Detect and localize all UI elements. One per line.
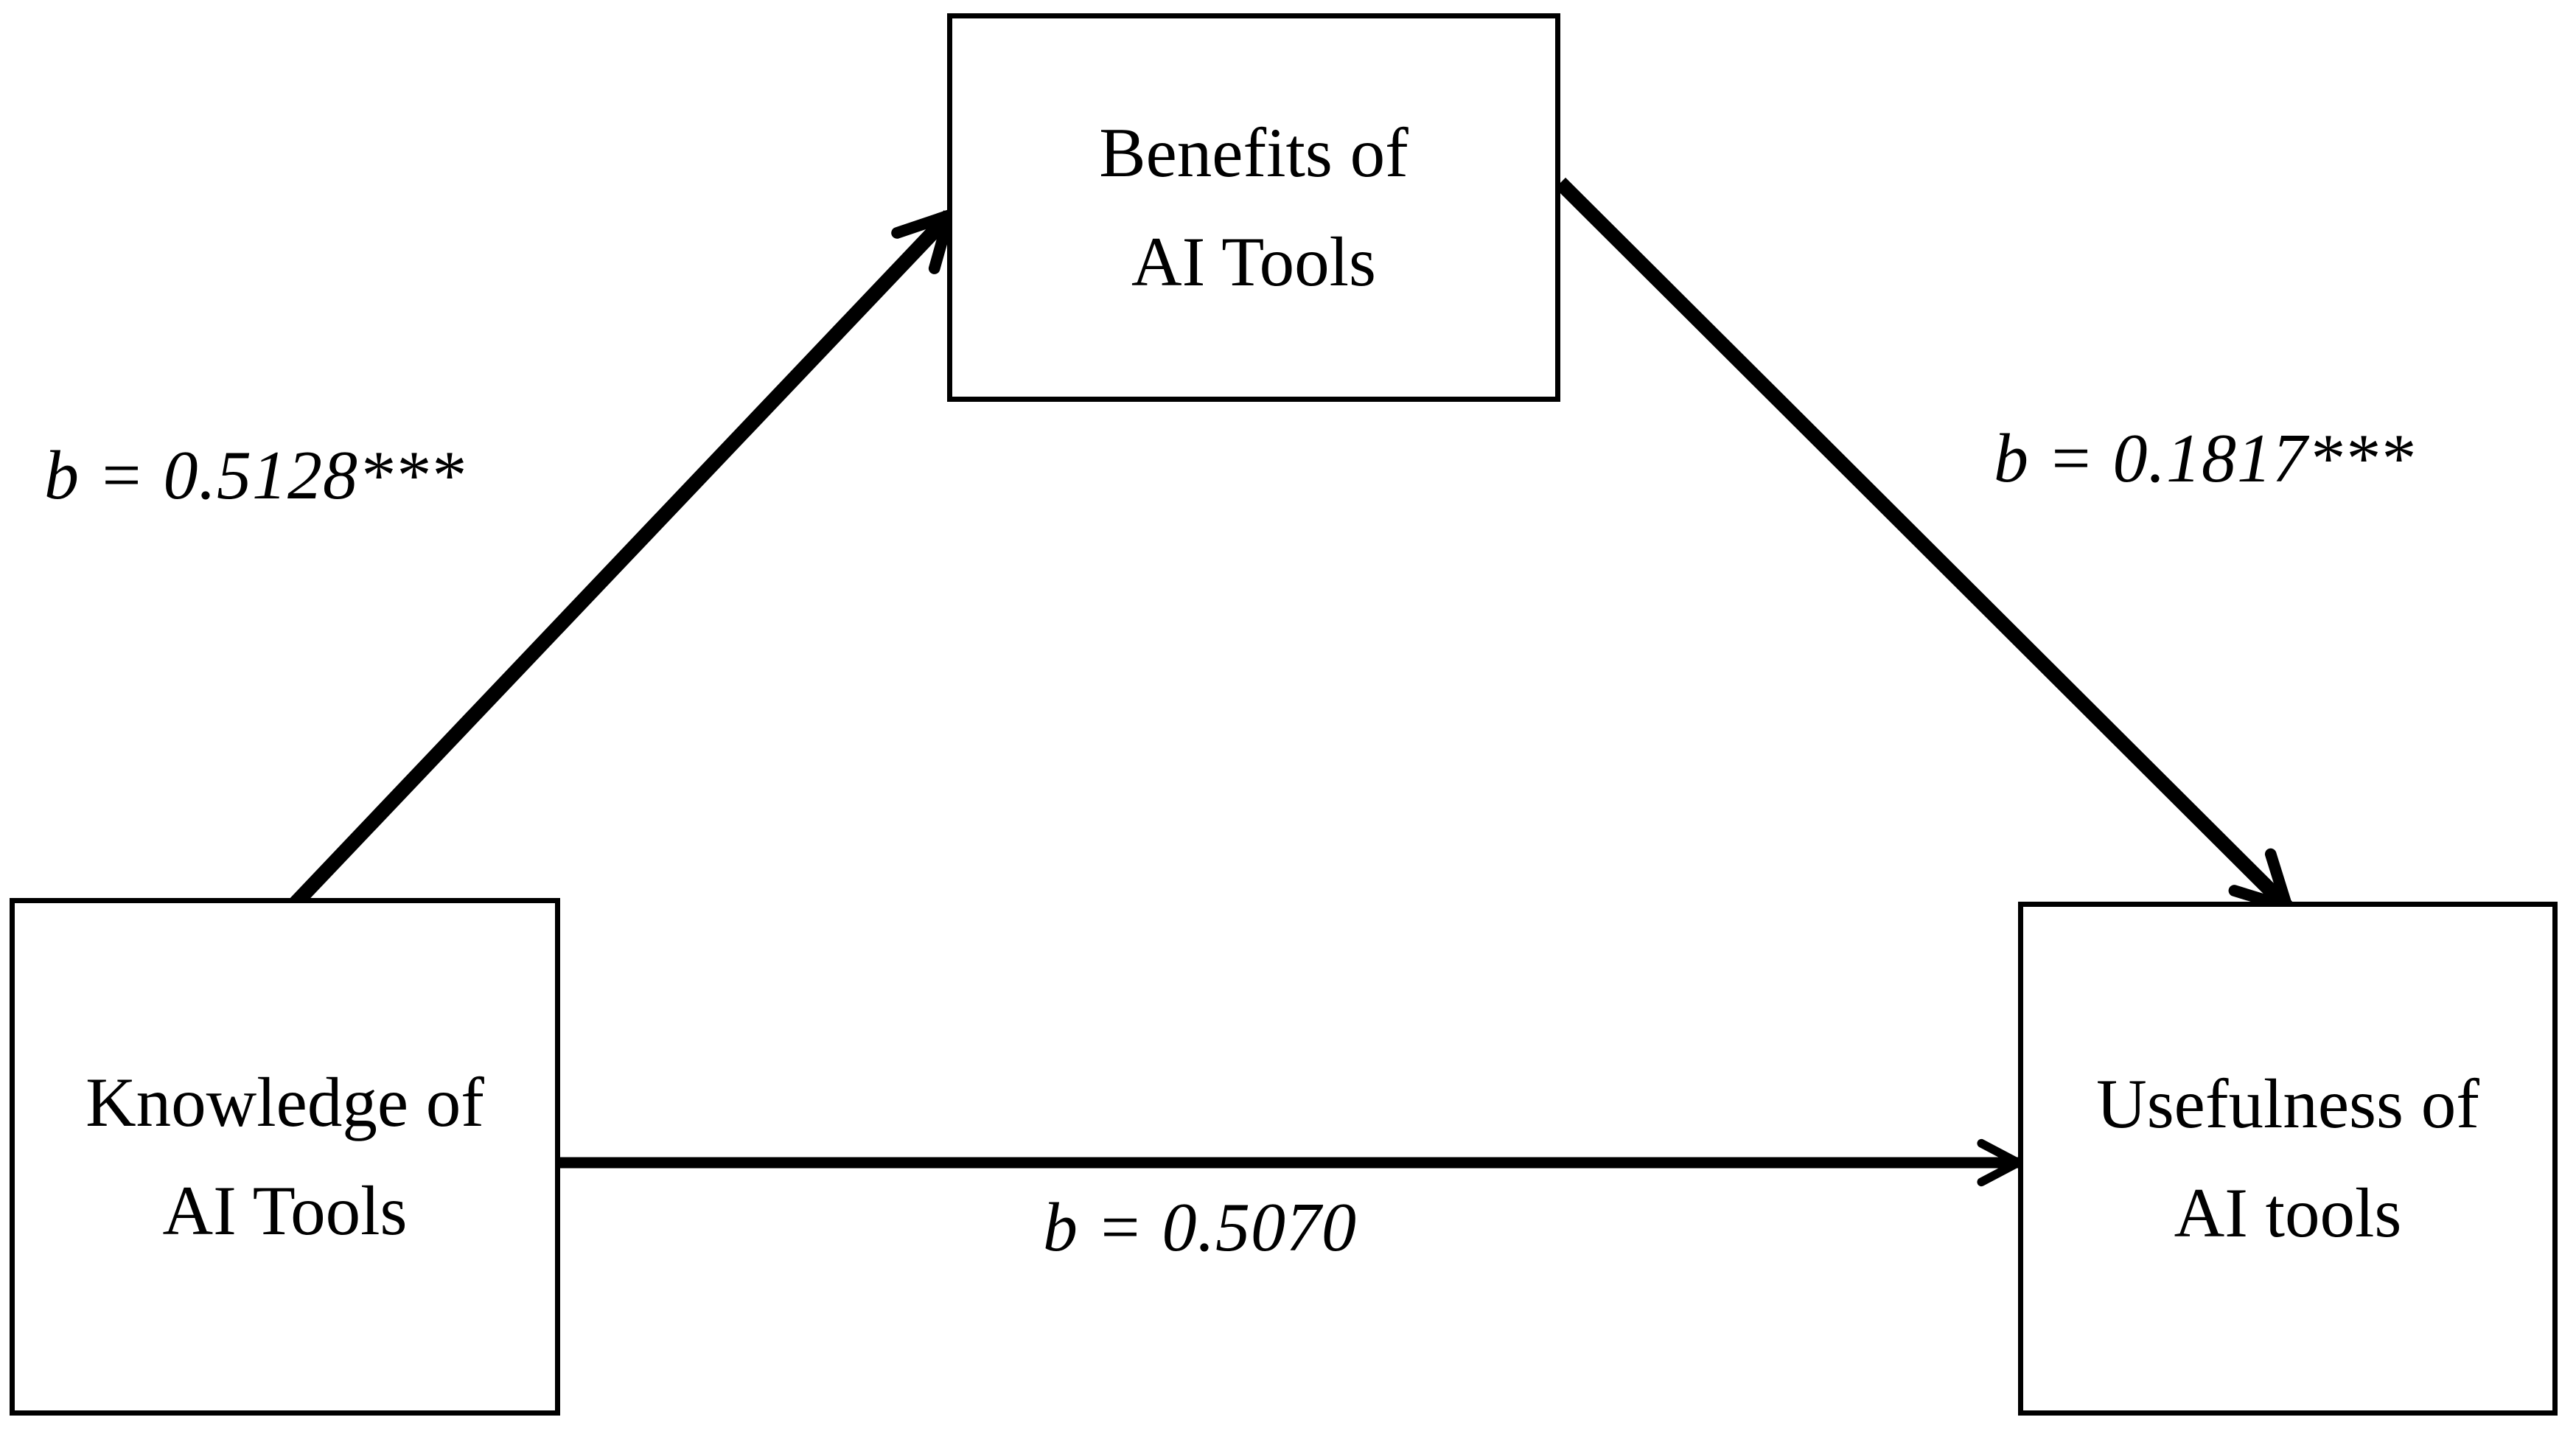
path-b-arrow xyxy=(1554,177,2287,907)
predictor-label-line2: AI Tools xyxy=(162,1172,408,1250)
outcome-box: Usefulness of AI tools xyxy=(2018,902,2558,1416)
predictor-label-line1: Knowledge of xyxy=(85,1062,484,1141)
mediator-box: Benefits of AI Tools xyxy=(947,13,1560,402)
path-b-coefficient: b = 0.1817*** xyxy=(1994,420,2414,497)
path-c-coefficient: b = 0.5070 xyxy=(1043,1189,1357,1266)
path-a-coefficient: b = 0.5128*** xyxy=(44,437,464,514)
path-a-arrow xyxy=(287,215,949,911)
predictor-box: Knowledge of AI Tools xyxy=(10,898,560,1416)
outcome-label-line2: AI tools xyxy=(2174,1173,2402,1252)
outcome-label-line1: Usefulness of xyxy=(2096,1065,2479,1144)
mediator-label-line1: Benefits of xyxy=(1099,114,1409,192)
mediator-label-line2: AI Tools xyxy=(1131,222,1377,301)
